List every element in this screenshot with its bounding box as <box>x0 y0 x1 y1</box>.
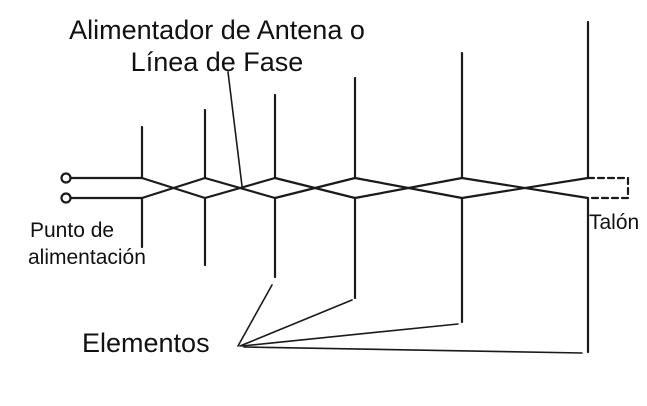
elements-leader-2 <box>239 299 353 347</box>
elements-leader-3 <box>241 323 459 347</box>
elements-leader-1 <box>237 284 273 347</box>
phase-line-b <box>140 176 590 200</box>
feed-terminal-top <box>60 172 72 184</box>
feeder-leader-line <box>227 71 243 187</box>
stub-dashed <box>586 176 630 200</box>
elements-label: Elementos <box>82 328 210 358</box>
elements-leader-4 <box>243 346 583 354</box>
feeder-label-line2: Línea de Fase <box>130 47 304 77</box>
feeder-label-line1: Alimentador de Antena o <box>69 15 365 45</box>
feed-point-label-line2: alimentación <box>28 246 146 269</box>
feed-point-label-line1: Punto de <box>30 219 115 242</box>
stub-label: Talón <box>589 211 640 234</box>
feed-terminal-bottom <box>60 192 72 204</box>
